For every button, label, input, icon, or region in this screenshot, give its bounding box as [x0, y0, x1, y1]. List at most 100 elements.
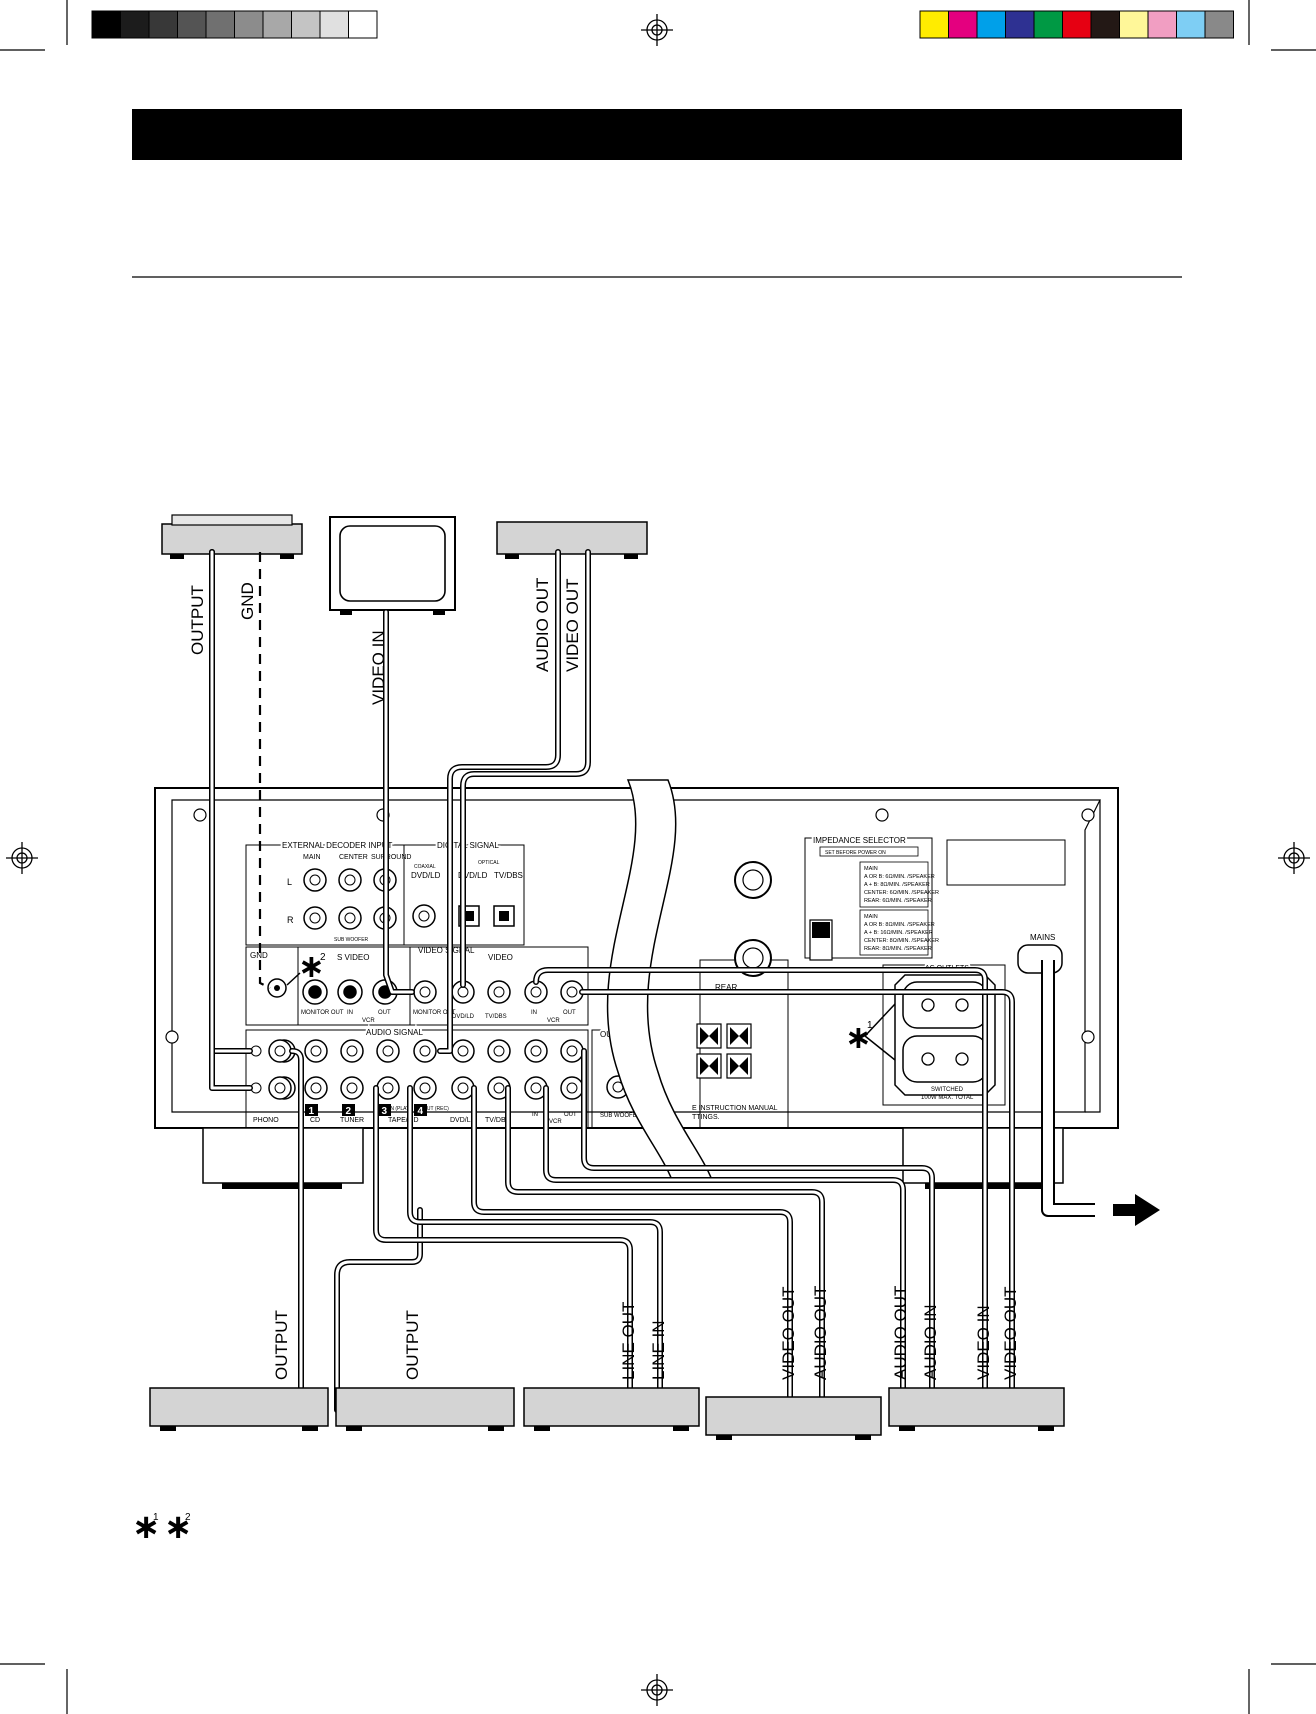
- rca-jack-center: [419, 986, 431, 998]
- s-video-jacks: [302, 979, 398, 1005]
- rca-jack-center: [419, 1082, 431, 1094]
- s-video-vcr-label: VCR: [362, 1018, 375, 1024]
- bottom-device-5-label: VIDEO IN: [974, 1305, 993, 1380]
- svg-text:∗: ∗: [132, 1507, 161, 1547]
- audio-tv-label: TV/DBS: [485, 1117, 511, 1124]
- mains-label: MAINS: [1030, 933, 1055, 942]
- audio-tape-in-label: IN (PLAY): [389, 1106, 411, 1112]
- star-marker-1: ∗ 1: [845, 1003, 896, 1061]
- top-left-output-label: OUTPUT: [188, 585, 207, 655]
- video-dvd-label: DVD/LD: [452, 1014, 475, 1020]
- number-badge-text: 4: [418, 1106, 424, 1117]
- impedance-line: CENTER: 6Ω/MIN. /SPEAKER: [864, 890, 939, 896]
- top-right-audio-out-label: AUDIO OUT: [533, 578, 552, 672]
- rca-jack-center: [457, 1045, 469, 1057]
- gray-swatch: [148, 10, 178, 39]
- bottom-device-1: [149, 1387, 329, 1427]
- cable-core: [506, 1086, 824, 1412]
- color-swatch: [919, 10, 949, 39]
- gray-swatch: [348, 10, 378, 39]
- cable-outline: [543, 1085, 906, 1413]
- bottom-device-2: [335, 1387, 515, 1427]
- rca-jack-center: [346, 1045, 358, 1057]
- gray-swatch: [234, 10, 264, 39]
- bottom-device-5-label: AUDIO IN: [921, 1304, 940, 1380]
- rca-jack-center: [457, 1082, 469, 1094]
- device-foot: [1038, 1426, 1054, 1431]
- registration-marks: [6, 14, 1310, 1706]
- impedance-line: CENTER: 8Ω/MIN. /SPEAKER: [864, 938, 939, 944]
- footnote-stars: ∗ 1 ∗ 2: [132, 1507, 193, 1547]
- rca-jack-center: [346, 1082, 358, 1094]
- star-1-superscript: 1: [867, 1020, 873, 1031]
- rca-jack-center: [382, 1082, 394, 1094]
- manual-note-line-1: E INSTRUCTION MANUAL: [692, 1105, 778, 1112]
- audio-vcr-in-label: IN: [532, 1112, 538, 1118]
- rca-jack-center: [493, 1082, 505, 1094]
- cable-core: [438, 550, 560, 1053]
- digital-jacks: [412, 904, 515, 928]
- svg-text:∗: ∗: [164, 1507, 193, 1547]
- gray-swatch: [291, 10, 321, 39]
- rca-jack-center: [530, 1082, 542, 1094]
- color-swatch: [1090, 10, 1120, 39]
- bottom-device-4: [705, 1396, 882, 1436]
- device-foot: [899, 1426, 915, 1431]
- output-subwoofer-label: SUB WOOFER: [600, 1113, 642, 1119]
- gnd-terminal: GND: [245, 946, 299, 1026]
- cable-core: [384, 610, 414, 994]
- cable-core: [544, 1086, 905, 1412]
- gray-swatch: [177, 10, 207, 39]
- color-swatch: [1204, 10, 1234, 39]
- top-left-gnd-label: GND: [238, 582, 257, 620]
- rca-jack-center: [310, 1082, 322, 1094]
- digital-signal-title: DIGITAL SIGNAL: [437, 841, 499, 850]
- external-decoder-input: EXTERNAL DECODER INPUT MAIN CENTER SURRO…: [245, 839, 411, 946]
- footnote-star-1-superscript: 1: [153, 1512, 159, 1523]
- cable-layer: [209, 549, 1015, 1413]
- bottom-device-5-label: AUDIO OUT: [891, 1286, 910, 1380]
- rear-title: REAR: [715, 983, 737, 992]
- star-marker-2: ∗ 2: [286, 947, 326, 986]
- color-swatch: [948, 10, 978, 39]
- cable-core: [408, 1086, 662, 1412]
- gray-swatch: [319, 10, 349, 39]
- audio-tape-out-label: OUT (REC): [423, 1106, 449, 1112]
- top-right-video-out-label: VIDEO OUT: [563, 578, 582, 672]
- rca-jack-center: [530, 1045, 542, 1057]
- impedance-line: MAIN: [864, 866, 878, 872]
- audio-vcr-out-label: OUT: [564, 1112, 577, 1118]
- color-swatch: [1176, 10, 1206, 39]
- audio-dvd-label: DVD/LD: [450, 1117, 476, 1124]
- rca-jack-center: [419, 1045, 431, 1057]
- s-video-out-label: OUT: [378, 1010, 391, 1016]
- footnote-star-2-superscript: 2: [185, 1512, 191, 1523]
- top-left-device: [161, 514, 303, 559]
- cable-core: [461, 550, 590, 987]
- ext-decoder-subwoofer-label: SUB WOOFER: [334, 937, 369, 943]
- bottom-device-2-label: OUTPUT: [403, 1310, 422, 1380]
- cable-core: [580, 990, 1014, 1412]
- tv-monitor: [329, 516, 456, 615]
- audio-tuner-label: TUNER: [340, 1117, 364, 1124]
- cable-core: [582, 1049, 934, 1412]
- audio-tape-label: TAPE/MD: [388, 1117, 419, 1124]
- impedance-line: REAR: 6Ω/MIN. /SPEAKER: [864, 898, 932, 904]
- ext-decoder-main-label: MAIN: [303, 854, 321, 861]
- device-foot: [302, 1426, 318, 1431]
- cable-core: [534, 968, 987, 1412]
- rca-jack-center: [274, 1082, 286, 1094]
- ext-decoder-center-label: CENTER: [339, 854, 368, 861]
- label-plate: [946, 839, 1066, 886]
- manual-note-line-2: TTINGS.: [692, 1114, 720, 1121]
- impedance-line: REAR: 8Ω/MIN. /SPEAKER: [864, 946, 932, 952]
- ext-decoder-l-label: L: [287, 877, 292, 887]
- number-badge: [342, 1104, 355, 1116]
- device-foot: [346, 1426, 362, 1431]
- number-badge: [305, 1104, 318, 1116]
